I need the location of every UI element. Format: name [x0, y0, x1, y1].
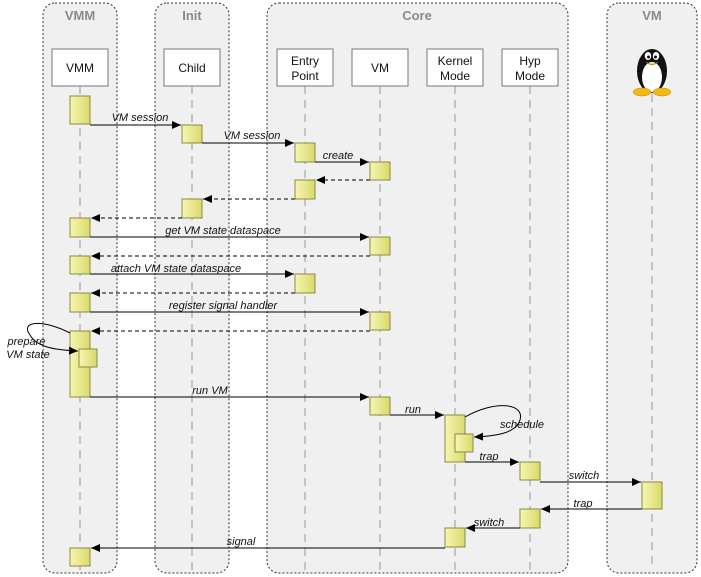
message-label: VM session	[112, 112, 169, 124]
message-label: trap	[574, 498, 593, 510]
group-title-vm: VM	[642, 8, 662, 23]
message-label-prepare: prepare VM state	[6, 336, 49, 361]
group-title-vmm: VMM	[65, 8, 95, 23]
message-label: register signal handler	[169, 300, 279, 312]
message-label: schedule	[500, 419, 544, 431]
message-label: run	[405, 404, 421, 416]
activation-bar	[369, 311, 391, 331]
activation-bar	[181, 124, 203, 144]
participant-child: Child	[163, 48, 221, 87]
activations	[69, 95, 663, 567]
group-vm: VM	[606, 2, 698, 574]
message-label: run VM	[192, 385, 228, 397]
message-label: create	[323, 150, 354, 162]
participant-label: Kernel	[438, 54, 473, 68]
message-label: get VM state dataspace	[165, 225, 281, 237]
self-message-arrow	[464, 405, 521, 441]
activation-bar	[444, 527, 466, 548]
participant-label: Child	[178, 61, 205, 75]
activation-bar	[454, 433, 474, 453]
message-label: switch	[474, 517, 505, 529]
participant-hyp-mode: Hyp Mode	[501, 48, 559, 87]
message-arrows	[27, 121, 642, 552]
participant-label: VM	[371, 61, 389, 75]
activation-bar	[369, 396, 391, 416]
activation-bar	[69, 255, 91, 275]
message-label: trap	[480, 451, 499, 463]
activation-bar	[641, 481, 663, 510]
activation-bar	[369, 236, 391, 256]
participant-vmm: VMM	[51, 48, 109, 87]
participant-kernel-mode: Kernel Mode	[426, 48, 484, 87]
self-message-arrow	[27, 322, 79, 355]
activation-bar	[294, 179, 316, 200]
activation-bar	[294, 142, 316, 163]
message-label: attach VM state dataspace	[111, 263, 241, 275]
activation-bar	[181, 198, 203, 219]
participant-entry-point: Entry Point	[276, 48, 334, 87]
activation-bar	[294, 273, 316, 294]
participant-label: Hyp	[519, 54, 541, 68]
group-title-core: Core	[402, 8, 432, 23]
participant-label: VMM	[66, 61, 94, 75]
participant-vm-core: VM	[351, 48, 409, 87]
activation-bar	[69, 547, 91, 567]
activation-bar	[69, 95, 91, 125]
activation-bar	[369, 161, 391, 181]
participant-label: Entry	[291, 54, 319, 68]
activation-bar	[69, 217, 91, 238]
participant-label: Mode	[440, 69, 470, 83]
tux-penguin-icon	[632, 49, 672, 97]
group-title-init: Init	[182, 8, 202, 23]
activation-bar	[78, 348, 98, 368]
message-label: VM session	[224, 130, 281, 142]
group-core: Core	[266, 2, 569, 574]
activation-bar	[69, 292, 91, 313]
message-label: switch	[569, 470, 600, 482]
activation-bar	[519, 508, 541, 529]
participant-label: Mode	[515, 69, 545, 83]
activation-bar	[519, 461, 541, 481]
message-labels: VM session VM session create get VM stat…	[6, 112, 599, 548]
message-label: signal	[227, 536, 256, 548]
participant-label: Point	[291, 69, 319, 83]
